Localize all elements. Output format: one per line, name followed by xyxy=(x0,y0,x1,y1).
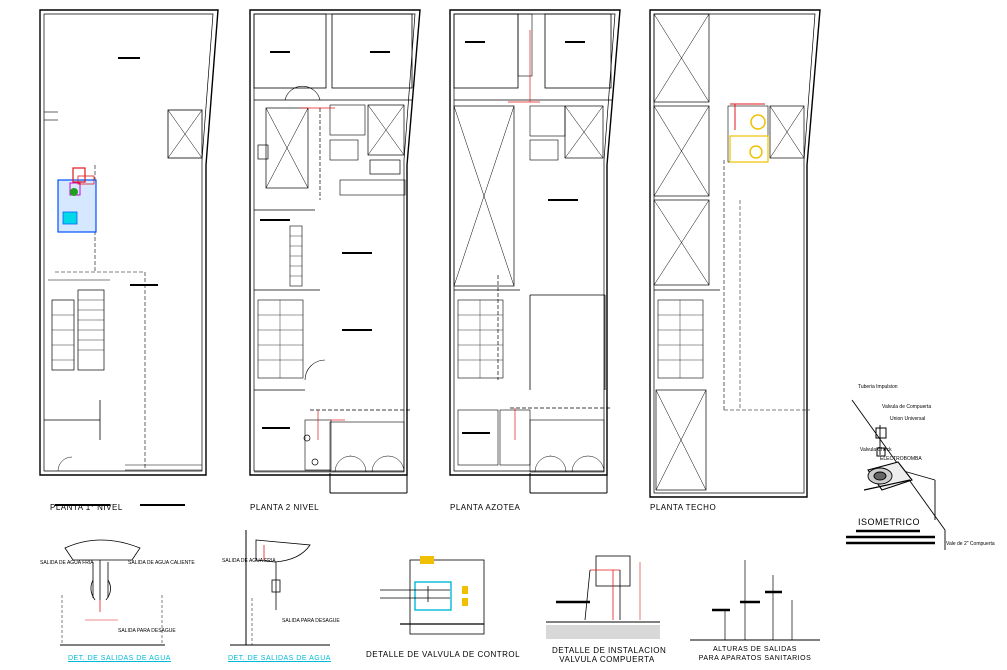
note-iso-pipe: Tuberia Impulsion xyxy=(858,384,898,390)
detail-outlet-heights xyxy=(690,560,820,641)
room-label-bars xyxy=(55,41,585,506)
plan-1-meter-box xyxy=(57,167,97,233)
isometric-diagram xyxy=(851,399,946,550)
note-iso-check: Valvula Check xyxy=(860,447,892,453)
plan-2-pipes xyxy=(257,107,410,466)
note-iso-tank: Vale de 2" Compuerta xyxy=(946,541,995,547)
lavatory-2-caption: DET. DE SALIDAS DE AGUA xyxy=(228,655,331,662)
note-iso-pump: ELECTROBOMBA xyxy=(880,456,922,462)
gate-valve-caption-2: VALVULA COMPUERTA xyxy=(559,655,655,664)
plan-3-pipes xyxy=(497,30,610,440)
plan-4-floor xyxy=(649,9,821,498)
note-iso-valve: Valvula de Compuerta xyxy=(882,404,932,410)
control-valve-caption: DETALLE DE VALVULA DE CONTROL xyxy=(366,650,521,659)
note-drain: SALIDA PARA DESAGUE xyxy=(118,628,176,634)
plan-3-floor xyxy=(449,9,621,494)
plan-2-floor xyxy=(249,9,421,494)
plan-4-title: PLANTA TECHO xyxy=(650,503,717,512)
note-iso-union: Union Universal xyxy=(890,416,926,422)
outlet-heights-caption-1: ALTURAS DE SALIDAS xyxy=(713,646,797,653)
gate-valve-caption-1: DETALLE DE INSTALACION xyxy=(552,646,667,655)
isometric-underlines xyxy=(846,529,935,545)
note-hot-water: SALIDA DE AGUA CALIENTE xyxy=(128,560,195,566)
note-drain-2: SALIDA PARA DESAGUE xyxy=(282,618,340,624)
plan-1-title: PLANTA 1° NIVEL xyxy=(50,503,123,512)
plan-1-floor xyxy=(39,9,219,476)
detail-lavatory-1 xyxy=(60,539,165,646)
note-cold-water: SALIDA DE AGUA FRIA xyxy=(40,560,94,566)
plan-3-title: PLANTA AZOTEA xyxy=(450,503,521,512)
lavatory-1-caption: DET. DE SALIDAS DE AGUA xyxy=(68,655,171,662)
isometric-title: ISOMETRICO xyxy=(858,517,921,527)
detail-lavatory-2 xyxy=(230,530,330,646)
plan-4-tank xyxy=(729,103,769,163)
detail-gate-valve xyxy=(546,555,660,639)
note-cold-water-2: SALIDA DE AGUA FRIA xyxy=(222,558,276,564)
plan-2-title: PLANTA 2 NIVEL xyxy=(250,503,320,512)
detail-control-valve xyxy=(380,556,485,635)
outlet-heights-caption-2: PARA APARATOS SANITARIOS xyxy=(698,655,812,662)
